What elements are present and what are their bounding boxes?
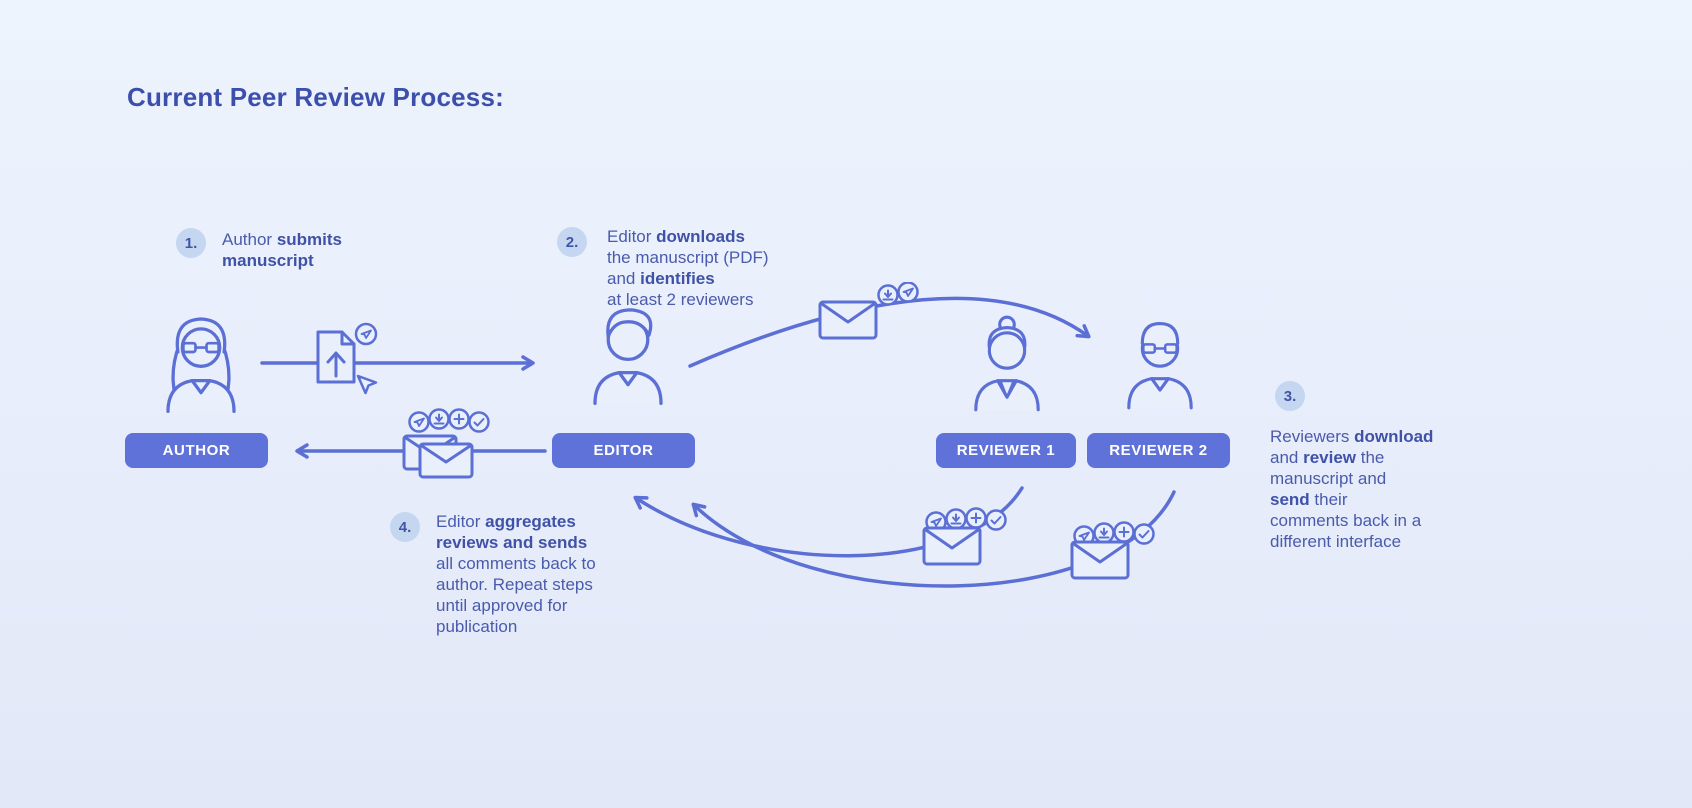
step-1-line-2: manuscript xyxy=(222,251,314,270)
step-2-text: Editor downloads the manuscript (PDF) an… xyxy=(607,226,769,310)
step-1-badge: 1. xyxy=(176,228,206,258)
step-1-text: Author submits manuscript xyxy=(222,229,342,271)
step-3-line-6: different interface xyxy=(1270,532,1402,551)
step-3-text: Reviewers download and review the manusc… xyxy=(1270,426,1433,552)
step-2-line-2: the manuscript (PDF) xyxy=(607,248,769,267)
editor-label: EDITOR xyxy=(552,433,695,468)
step-4-text: Editor aggregates reviews and sends all … xyxy=(436,511,596,637)
step-3-line-1: Reviewers download xyxy=(1270,427,1434,446)
step-2-line-3: and identifies xyxy=(607,269,715,288)
reviewer1-avatar-icon xyxy=(974,315,1040,412)
send-badge-icon xyxy=(354,322,378,346)
editor-avatar-icon xyxy=(593,308,663,406)
step-3-line-4: send their xyxy=(1270,490,1348,509)
step-3-line-2: and review the xyxy=(1270,448,1385,467)
envelope-stack-to-author-icon xyxy=(402,408,490,479)
envelope-reviewer2-icon xyxy=(1070,521,1155,580)
step-4-line-5: until approved for xyxy=(436,596,568,615)
step-2-line-4: at least 2 reviewers xyxy=(607,290,754,309)
envelope-reviewer1-icon xyxy=(922,507,1007,566)
step-4-line-2: reviews and sends xyxy=(436,533,588,552)
author-avatar-icon xyxy=(166,317,236,414)
step-4-line-4: author. Repeat steps xyxy=(436,575,593,594)
cursor-icon xyxy=(356,374,378,395)
send-badge-icon xyxy=(408,411,430,433)
step-4-line-1: Editor aggregates xyxy=(436,512,576,531)
step-3-line-3: manuscript and xyxy=(1270,469,1387,488)
upload-arrow-icon xyxy=(326,351,346,378)
step-1-line-1: Author submits xyxy=(222,230,342,249)
check-badge-icon xyxy=(985,509,1007,531)
manuscript-upload-icon xyxy=(316,322,378,395)
page-title: Current Peer Review Process: xyxy=(127,82,504,112)
step-4-line-6: publication xyxy=(436,617,518,636)
reviewer1-label: REVIEWER 1 xyxy=(936,433,1076,468)
reviewer2-avatar-icon xyxy=(1127,321,1193,410)
envelope-to-reviewers-icon xyxy=(818,282,919,340)
step-3-line-5: comments back in a xyxy=(1270,511,1422,530)
send-badge-icon xyxy=(897,282,919,303)
author-label: AUTHOR xyxy=(125,433,268,468)
check-badge-icon xyxy=(1133,523,1155,545)
step-3-badge: 3. xyxy=(1275,381,1305,411)
step-2-line-1: Editor downloads xyxy=(607,227,745,246)
step-2-badge: 2. xyxy=(557,227,587,257)
check-badge-icon xyxy=(468,411,490,433)
reviewer2-label: REVIEWER 2 xyxy=(1087,433,1230,468)
step-4-badge: 4. xyxy=(390,512,420,542)
step-4-line-3: all comments back to xyxy=(436,554,596,573)
